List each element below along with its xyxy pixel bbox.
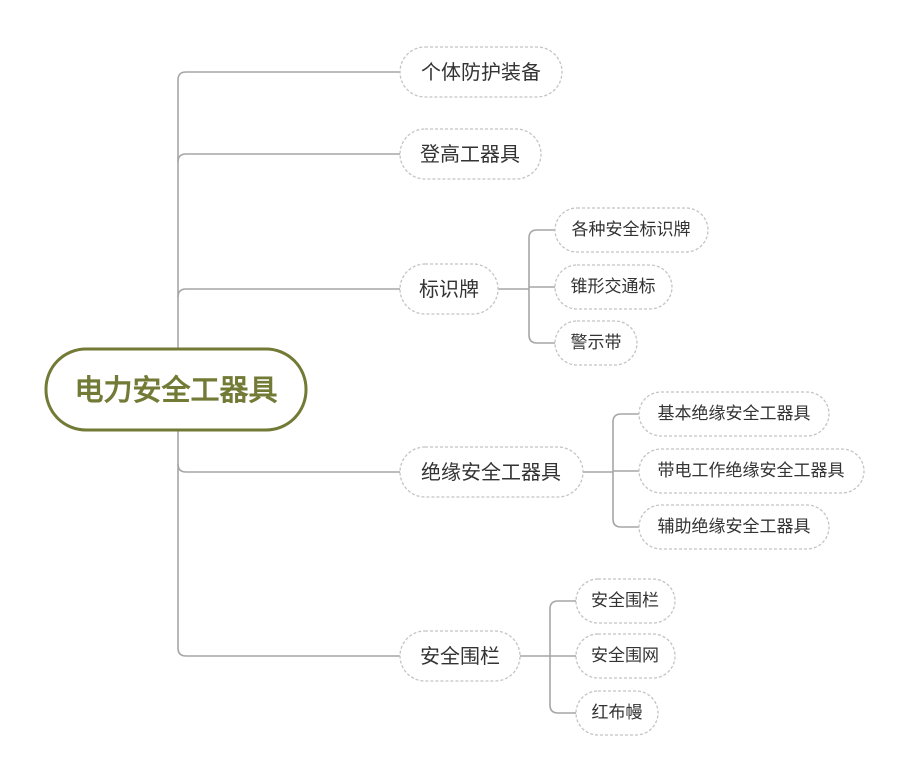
leaf-node-4-1-label: 基本绝缘安全工器具 [658, 404, 811, 424]
connector-branch-3 [177, 288, 400, 298]
branch-node-3[interactable]: 标识牌 [399, 263, 499, 315]
connector-branch-4 [177, 463, 400, 473]
leaf-node-5-1-label: 安全围栏 [591, 591, 659, 611]
branch-4-connectors [583, 413, 639, 528]
leaf-node-5-3-box [575, 690, 659, 736]
leaf-node-5-1-box [575, 578, 676, 624]
branch-node-2[interactable]: 登高工器具 [399, 128, 542, 180]
trunk-line [177, 71, 400, 349]
leaf-node-5-2[interactable]: 安全围网 [575, 633, 676, 679]
leaf-node-5-3-label: 红布幔 [592, 703, 643, 723]
leaf-node-3-2-label: 锥形交通标 [571, 277, 656, 297]
leaf-node-4-2[interactable]: 带电工作绝缘安全工器具 [638, 448, 865, 494]
branch-5-connectors [520, 600, 576, 714]
branch-node-1-box [399, 46, 563, 98]
leaf-node-5-2-box [575, 633, 676, 679]
branch-3-connectors [498, 229, 555, 344]
leaf-node-3-3[interactable]: 警示带 [554, 320, 638, 366]
leaf-node-4-1[interactable]: 基本绝缘安全工器具 [638, 391, 830, 437]
root-connectors [177, 71, 400, 657]
branch-node-5[interactable]: 安全围栏 [399, 630, 521, 682]
connector-branch-2 [177, 153, 400, 163]
branch-node-3-label: 标识牌 [419, 277, 479, 301]
root-node-label: 电力安全工器具 [74, 373, 277, 407]
branch-node-5-label: 安全围栏 [420, 644, 500, 668]
leaf-node-3-1-box [554, 207, 709, 253]
leaf-node-3-3-box [554, 320, 638, 366]
leaf-node-4-3[interactable]: 辅助绝缘安全工器具 [638, 504, 830, 550]
branch-node-1-label: 个体防护装备 [421, 60, 541, 84]
leaf-node-3-2[interactable]: 锥形交通标 [554, 264, 673, 310]
branch-node-3-box [399, 263, 499, 315]
branch-node-4-box [399, 446, 584, 498]
leaf-node-3-1[interactable]: 各种安全标识牌 [554, 207, 709, 253]
leaf-node-4-2-box [638, 448, 865, 494]
root-node[interactable]: 电力安全工器具 [44, 347, 308, 432]
branch-node-5-box [399, 630, 521, 682]
branch-node-2-label: 登高工器具 [420, 142, 520, 166]
leaf-node-5-3[interactable]: 红布幔 [575, 690, 659, 736]
branch-node-1[interactable]: 个体防护装备 [399, 46, 563, 98]
branch-node-4[interactable]: 绝缘安全工器具 [399, 446, 584, 498]
leaf-node-3-1-label: 各种安全标识牌 [572, 220, 691, 240]
branch-node-4-label: 绝缘安全工器具 [421, 460, 561, 484]
leaf-node-4-1-box [638, 391, 830, 437]
trunk-line-lower [177, 430, 400, 657]
leaf-node-4-3-label: 辅助绝缘安全工器具 [658, 517, 811, 537]
leaf-node-5-1[interactable]: 安全围栏 [575, 578, 676, 624]
leaf-node-3-3-label: 警示带 [571, 333, 622, 353]
leaf-node-4-3-box [638, 504, 830, 550]
leaf-node-4-2-label: 带电工作绝缘安全工器具 [658, 461, 845, 481]
connector-leaf-5-spine [549, 600, 576, 714]
leaf-node-5-2-label: 安全围网 [591, 646, 659, 666]
root-node-box [44, 347, 308, 432]
leaf-node-3-2-box [554, 264, 673, 310]
branch-node-2-box [399, 128, 542, 180]
